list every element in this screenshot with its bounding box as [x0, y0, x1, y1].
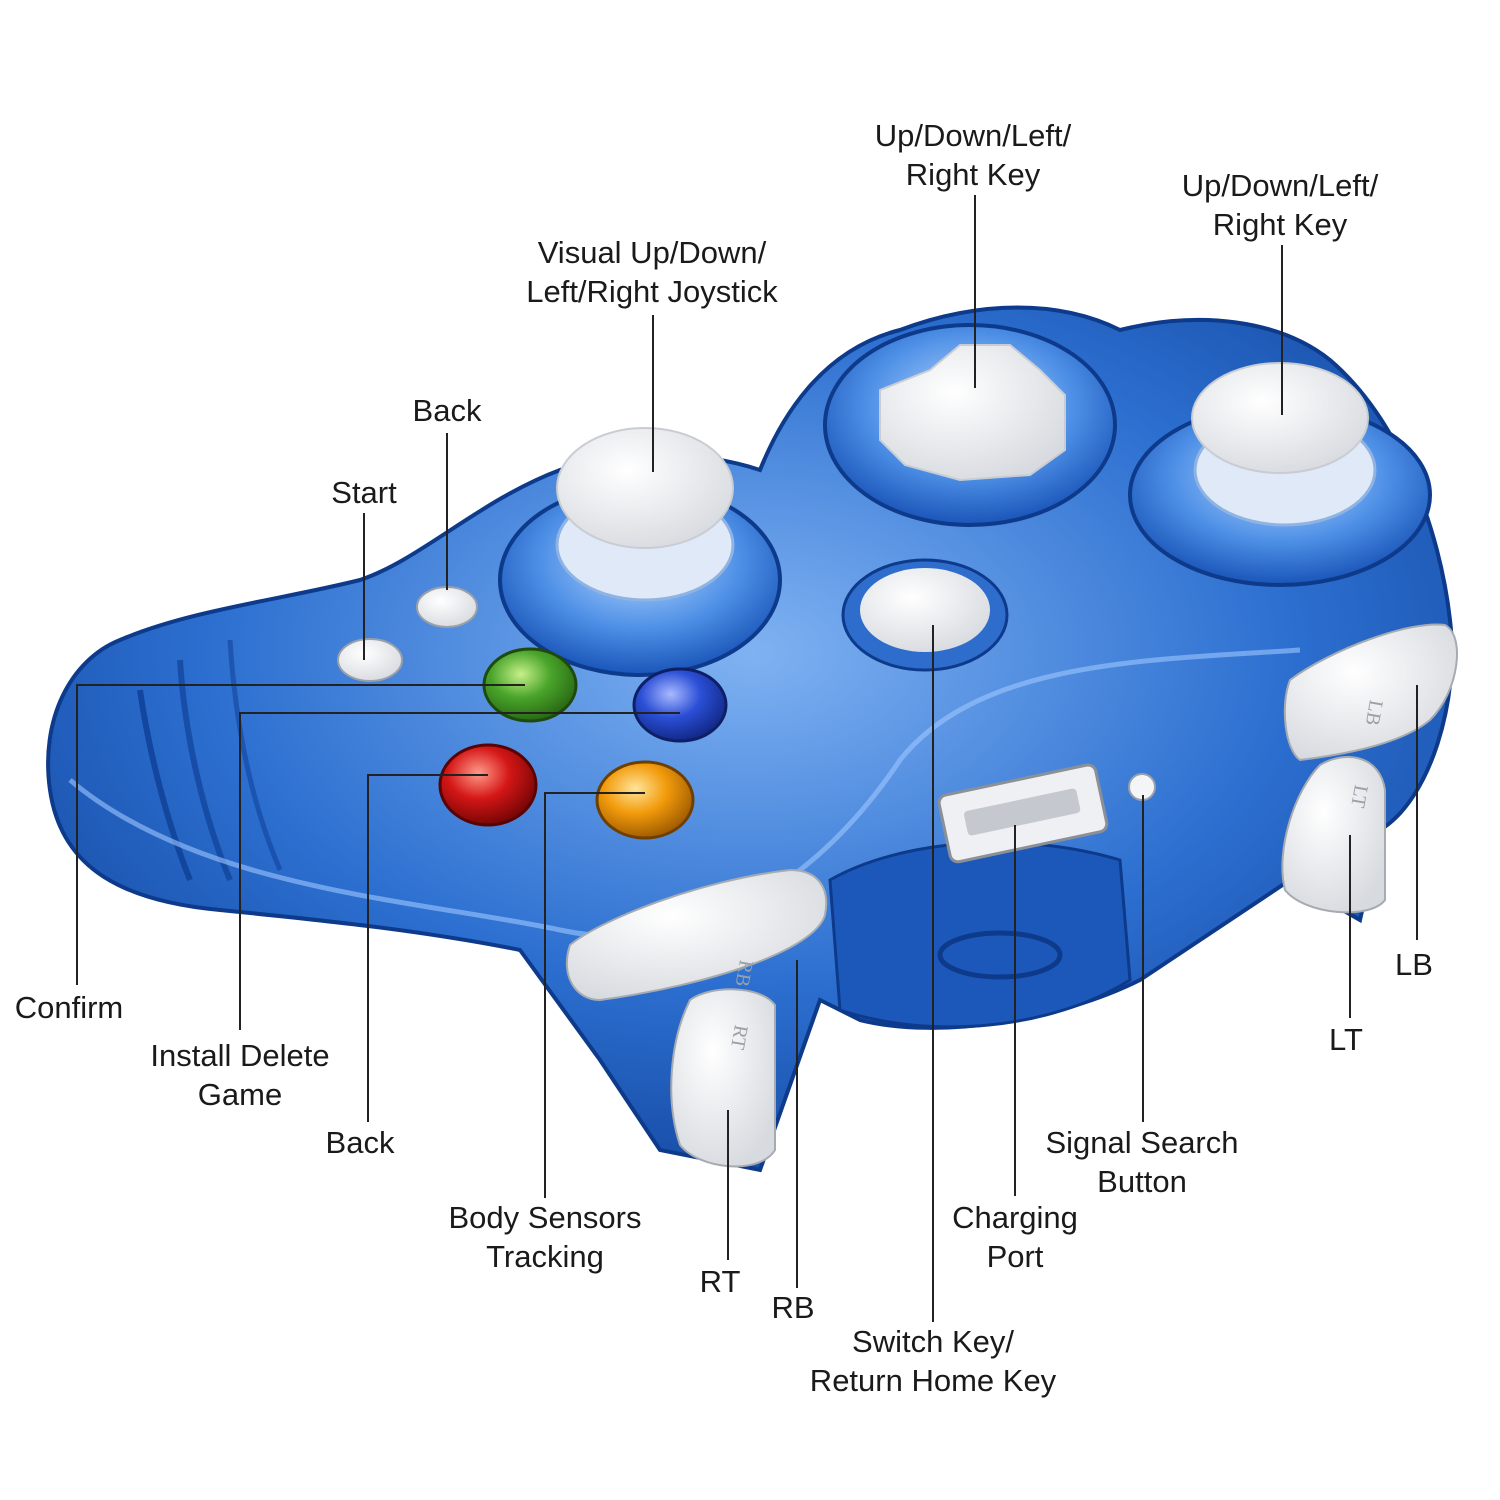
label-install-line1: Install Delete [150, 1038, 330, 1073]
label-body-sensors-line1: Body Sensors [448, 1200, 642, 1235]
start-button[interactable] [337, 638, 403, 682]
rb-bumper[interactable]: RB [565, 868, 828, 1002]
leader-confirm [76, 684, 525, 985]
label-back-top-line1: Back [412, 393, 482, 428]
leader-body-sensors [544, 792, 645, 1198]
leader-back-bottom [367, 774, 488, 1122]
label-confirm-line1: Confirm [14, 990, 124, 1025]
right-joystick[interactable] [1128, 362, 1432, 587]
label-charging-line2: Port [986, 1239, 1044, 1274]
label-confirm: Confirm [15, 988, 124, 1027]
label-start: Start [331, 473, 396, 512]
label-back-top: Back [413, 391, 482, 430]
left-joystick[interactable] [498, 427, 782, 677]
face-button-blue[interactable] [632, 667, 728, 743]
label-rb: RB [771, 1288, 814, 1327]
leader-lines [76, 195, 1418, 1322]
label-charging: Charging Port [952, 1198, 1078, 1276]
label-back-bottom-line1: Back [325, 1125, 395, 1160]
bay-latch [937, 930, 1063, 980]
label-right-stick-line2: Right Key [1212, 207, 1348, 242]
label-lt-line1: LT [1329, 1022, 1363, 1057]
label-back-bottom: Back [326, 1123, 395, 1162]
label-signal: Signal Search Button [1045, 1123, 1238, 1201]
label-left-stick: Visual Up/Down/ Left/Right Joystick [526, 233, 778, 311]
label-charging-line1: Charging [952, 1200, 1078, 1235]
rt-trigger-text: RT [726, 1023, 752, 1051]
label-signal-line2: Button [1097, 1164, 1187, 1199]
label-right-dpad-line2: Right Key [905, 157, 1041, 192]
back-button-top[interactable] [416, 586, 478, 628]
lb-bumper-text: LB [1361, 698, 1387, 727]
grip-ridge [177, 659, 233, 882]
face-button-yellow[interactable] [595, 760, 695, 840]
label-signal-line1: Signal Search [1045, 1125, 1239, 1160]
label-lb-line1: LB [1395, 947, 1433, 982]
label-left-stick-line1: Visual Up/Down/ [537, 235, 767, 270]
label-rt: RT [700, 1262, 741, 1301]
rb-bumper-text: RB [731, 958, 757, 988]
label-body-sensors-line2: Tracking [486, 1239, 604, 1274]
label-install-line2: Game [197, 1077, 283, 1112]
label-rb-line1: RB [771, 1290, 815, 1325]
label-right-dpad: Up/Down/Left/ Right Key [875, 116, 1071, 194]
leader-install [239, 712, 680, 1030]
lt-trigger-text: LT [1346, 783, 1372, 809]
label-lb: LB [1395, 945, 1433, 984]
label-right-dpad-line1: Up/Down/Left/ [874, 118, 1072, 153]
rt-trigger[interactable]: RT [670, 988, 776, 1168]
label-switch-key-line2: Return Home Key [809, 1363, 1057, 1398]
right-dpad[interactable] [823, 323, 1117, 527]
face-button-red[interactable] [438, 743, 538, 827]
label-right-stick-line1: Up/Down/Left/ [1181, 168, 1379, 203]
label-rt-line1: RT [699, 1264, 741, 1299]
lb-bumper[interactable]: LB [1283, 623, 1458, 762]
label-lt: LT [1329, 1020, 1363, 1059]
lt-trigger[interactable]: LT [1281, 756, 1386, 914]
label-install: Install Delete Game [150, 1036, 329, 1114]
label-start-line1: Start [331, 475, 397, 510]
label-body-sensors: Body Sensors Tracking [449, 1198, 642, 1276]
charging-port-slot [964, 788, 1081, 836]
home-button[interactable] [841, 558, 1009, 672]
label-switch-key: Switch Key/ Return Home Key [810, 1322, 1056, 1400]
grip-ridge [227, 639, 283, 871]
label-switch-key-line1: Switch Key/ [852, 1324, 1014, 1359]
label-left-stick-line2: Left/Right Joystick [526, 274, 778, 309]
grip-ridge [137, 689, 193, 882]
label-right-stick: Up/Down/Left/ Right Key [1182, 166, 1378, 244]
